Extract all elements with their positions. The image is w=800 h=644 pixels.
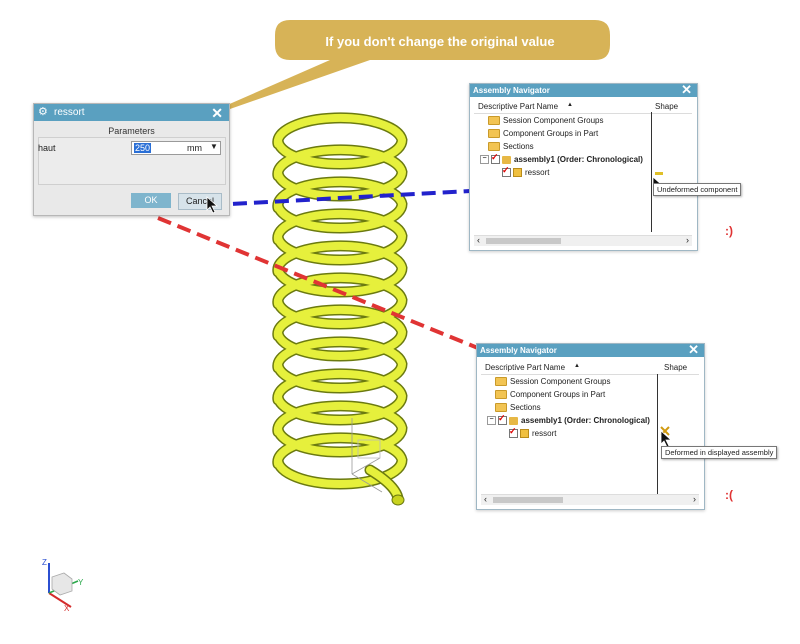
navigator-header: Descriptive Part Name ▲ Shape xyxy=(481,362,699,375)
gear-icon: ⚙ xyxy=(38,106,48,118)
callout-text: If you don't change the original value xyxy=(325,34,555,49)
tooltip-deformed: Deformed in displayed assembly xyxy=(661,446,778,459)
tree-item-label: Sections xyxy=(503,142,534,151)
tree-item-label: Sections xyxy=(510,403,541,412)
folder-icon xyxy=(488,129,500,139)
scroll-right-icon[interactable]: › xyxy=(686,235,689,245)
tree-item-label: Session Component Groups xyxy=(510,377,611,386)
checkbox-icon[interactable] xyxy=(502,165,511,178)
horizontal-scrollbar[interactable]: ‹ › xyxy=(481,494,699,505)
tree-item[interactable]: Component Groups in Part xyxy=(495,389,605,400)
part-icon xyxy=(520,429,529,439)
checkbox-icon[interactable] xyxy=(491,152,500,165)
collapse-icon[interactable]: − xyxy=(480,155,489,165)
tooltip-undeformed: Undeformed component xyxy=(653,183,742,196)
column-divider xyxy=(651,112,652,232)
horizontal-scrollbar[interactable]: ‹ › xyxy=(474,235,692,246)
tree-item-label: assembly1 (Order: Chronological) xyxy=(521,416,650,425)
folder-icon xyxy=(495,403,507,413)
close-icon[interactable]: ✕ xyxy=(688,342,699,357)
tree-item[interactable]: Component Groups in Part xyxy=(488,128,598,139)
cursor-icon xyxy=(206,196,219,214)
sad-emote: :( xyxy=(725,488,733,502)
tree-item-assembly[interactable]: − assembly1 (Order: Chronological) xyxy=(487,413,650,426)
assembly-navigator-bottom: Assembly Navigator ✕ Descriptive Part Na… xyxy=(476,343,705,510)
inner-triad-icon xyxy=(351,418,383,493)
svg-text:X: X xyxy=(64,604,70,613)
ressort-dialog: ⚙ ressort ✕ Parameters haut 250 mm ▼ OK … xyxy=(33,103,230,216)
tree-item-part[interactable]: ressort xyxy=(502,165,550,178)
part-icon xyxy=(513,168,522,178)
haut-value[interactable]: 250 xyxy=(134,143,152,153)
folder-icon xyxy=(495,377,507,387)
assembly-navigator-top: Assembly Navigator ✕ Descriptive Part Na… xyxy=(469,83,698,251)
tree-item-label: Component Groups in Part xyxy=(503,129,599,138)
tree-item[interactable]: Sections xyxy=(495,402,541,413)
svg-text:Z: Z xyxy=(42,558,47,567)
tree-item-label: Session Component Groups xyxy=(503,116,604,125)
unit-select[interactable]: mm xyxy=(187,143,202,153)
column-shape[interactable]: Shape xyxy=(655,102,679,111)
scroll-thumb[interactable] xyxy=(486,238,561,244)
navigator-title: Assembly Navigator xyxy=(480,346,557,355)
checkbox-icon[interactable] xyxy=(509,426,518,439)
collapse-icon[interactable]: − xyxy=(487,416,496,426)
param-label: haut xyxy=(38,143,56,153)
column-shape[interactable]: Shape xyxy=(664,363,688,372)
tree-item-label: ressort xyxy=(525,168,550,177)
folder-icon xyxy=(488,116,500,126)
parameters-label: Parameters xyxy=(108,126,155,136)
column-divider xyxy=(657,374,658,496)
scroll-left-icon[interactable]: ‹ xyxy=(477,235,480,245)
dialog-title: ressort xyxy=(54,107,85,118)
tree-item-assembly[interactable]: − assembly1 (Order: Chronological) xyxy=(480,152,643,165)
scroll-thumb[interactable] xyxy=(493,497,563,503)
folder-icon xyxy=(488,142,500,152)
svg-text:Y: Y xyxy=(78,578,84,587)
navigator-titlebar: Assembly Navigator ✕ xyxy=(470,82,697,97)
tree-item-part[interactable]: ressort xyxy=(509,426,557,439)
happy-emote: :) xyxy=(725,224,733,238)
navigator-title: Assembly Navigator xyxy=(473,86,550,95)
haut-input[interactable]: 250 mm ▼ xyxy=(131,141,221,155)
folder-icon xyxy=(495,390,507,400)
sort-up-icon[interactable]: ▲ xyxy=(567,102,573,108)
dialog-titlebar: ⚙ ressort ✕ xyxy=(34,104,229,121)
assembly-icon xyxy=(509,416,518,425)
tree-item[interactable]: Sections xyxy=(488,141,534,152)
navigator-titlebar: Assembly Navigator ✕ xyxy=(477,342,704,357)
column-descriptive-part-name[interactable]: Descriptive Part Name xyxy=(478,102,559,111)
chevron-down-icon[interactable]: ▼ xyxy=(210,142,218,151)
tree-item[interactable]: Session Component Groups xyxy=(488,115,604,126)
scroll-right-icon[interactable]: › xyxy=(693,494,696,504)
tree-item-label: assembly1 (Order: Chronological) xyxy=(514,155,643,164)
scroll-left-icon[interactable]: ‹ xyxy=(484,494,487,504)
assembly-icon xyxy=(502,155,511,164)
ok-button[interactable]: OK xyxy=(131,193,171,208)
sort-up-icon[interactable]: ▲ xyxy=(574,363,580,369)
tree-item[interactable]: Session Component Groups xyxy=(495,376,611,387)
tree-item-label: ressort xyxy=(532,429,557,438)
shape-undeformed-icon xyxy=(655,172,663,175)
checkbox-icon[interactable] xyxy=(498,413,507,426)
spring-coil xyxy=(273,433,407,488)
column-descriptive-part-name[interactable]: Descriptive Part Name xyxy=(485,363,566,372)
triad-icon[interactable]: Z X Y xyxy=(38,555,88,613)
navigator-header: Descriptive Part Name ▲ Shape xyxy=(474,101,692,114)
tree-item-label: Component Groups in Part xyxy=(510,390,606,399)
close-icon[interactable]: ✕ xyxy=(211,105,223,121)
close-icon[interactable]: ✕ xyxy=(681,82,692,97)
